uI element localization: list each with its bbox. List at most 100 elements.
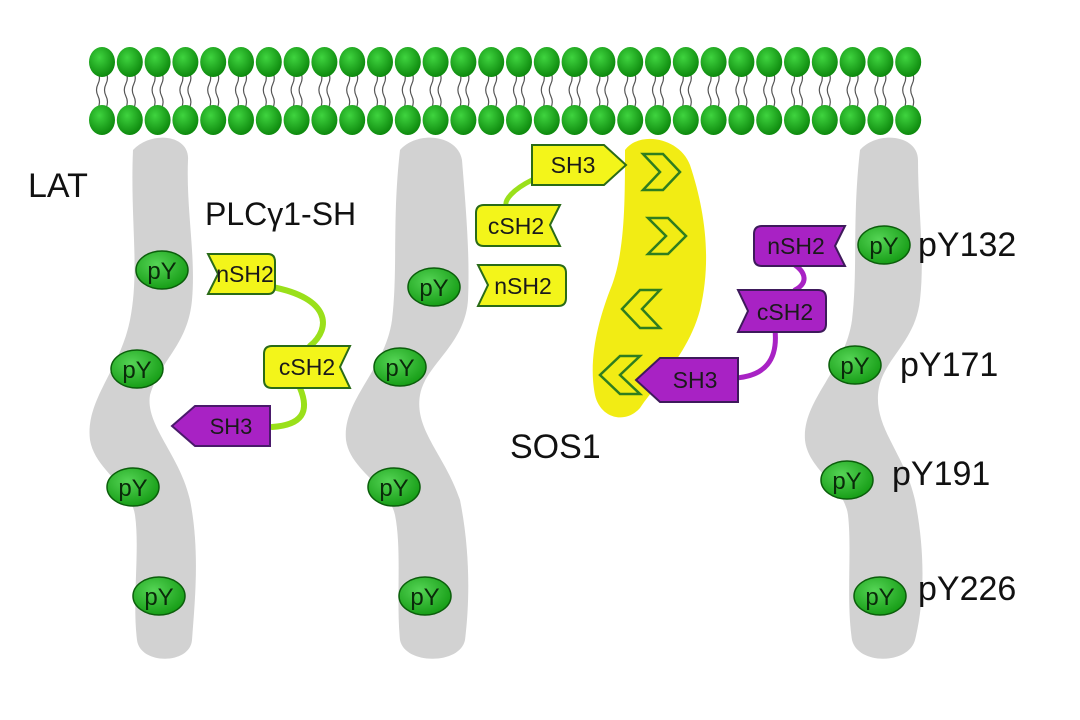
- lipid-tail: [854, 71, 859, 109]
- lipid-tail: [846, 71, 851, 109]
- py132-label: pY132: [918, 226, 1016, 264]
- py-site-191: pY: [820, 460, 874, 500]
- lipid-head: [506, 47, 532, 77]
- lipid-head: [116, 47, 143, 77]
- grb-left-sh3-domain: SH3: [531, 144, 628, 186]
- lipid-head: [228, 47, 254, 77]
- lipid-head: [561, 47, 588, 77]
- py-label: pY: [832, 468, 861, 495]
- chevron-right-icon: [640, 152, 682, 192]
- lipid-head: [478, 105, 505, 135]
- py-site: pY: [135, 250, 189, 290]
- grb-right-domains: nSH2 cSH2 SH3: [634, 225, 847, 403]
- lipid-head: [200, 105, 227, 135]
- lipid-head: [867, 47, 894, 77]
- lipid-tail: [262, 71, 267, 109]
- lipid-tail: [624, 71, 629, 109]
- py-site-171: pY: [828, 345, 882, 385]
- py191-label: pY191: [892, 455, 990, 493]
- lipid-tail: [632, 71, 637, 109]
- plc-nsh2-label: nSH2: [216, 261, 274, 287]
- plc-csh2-label: cSH2: [279, 354, 335, 380]
- lipid-head: [339, 105, 366, 135]
- lipid-tail: [790, 71, 796, 109]
- py-site: pY: [367, 467, 421, 507]
- grb-left-nsh2-label: nSH2: [494, 273, 552, 299]
- py-site: pY: [106, 467, 160, 507]
- chevron-left-icon: [598, 354, 644, 396]
- lipid-tail: [409, 71, 414, 109]
- py-site: pY: [373, 347, 427, 387]
- lipid-tail: [429, 71, 434, 109]
- lipid-tail: [346, 71, 351, 109]
- lipid-tail: [818, 71, 823, 109]
- py226-label: pY226: [918, 570, 1016, 608]
- sos1-protein: [592, 138, 707, 418]
- lipid-head: [311, 105, 338, 135]
- chevron-right-icon: [644, 216, 688, 256]
- lipid-head: [672, 47, 699, 77]
- lipid-tail: [651, 71, 657, 109]
- lipid-head: [756, 47, 783, 77]
- lipid-head: [867, 105, 894, 135]
- grb-right-linker-2: [732, 327, 778, 381]
- lipid-tail: [707, 71, 712, 109]
- lipid-tail: [354, 71, 359, 109]
- lipid-tail: [576, 71, 581, 109]
- lipid-head: [144, 47, 171, 77]
- sos1-label: SOS1: [510, 428, 601, 466]
- lipid-head: [255, 47, 282, 77]
- grb-left-linker-1: [503, 177, 535, 208]
- sos1-chevrons: [598, 152, 688, 396]
- lipid-head: [367, 105, 393, 135]
- lipid-head: [756, 105, 783, 135]
- py-site: pY: [407, 267, 461, 307]
- lipid-tail: [215, 71, 220, 109]
- py-label: pY: [147, 258, 176, 285]
- lipid-head: [784, 105, 810, 135]
- grb-right-csh2-label: cSH2: [757, 299, 813, 325]
- lipid-tail: [735, 71, 740, 109]
- lipid-head: [839, 105, 866, 135]
- lipid-tail: [715, 71, 720, 109]
- lipid-bilayer: [89, 47, 922, 135]
- lipid-head: [839, 47, 866, 77]
- lipid-head: [89, 105, 115, 135]
- py-label: pY: [869, 233, 898, 260]
- lipid-head: [645, 47, 671, 77]
- lipid-tail: [659, 71, 665, 109]
- lipid-head: [672, 105, 699, 135]
- lipid-tail: [548, 71, 553, 109]
- lipid-head: [589, 47, 616, 77]
- py-label: pY: [379, 475, 408, 502]
- lipid-head: [450, 105, 477, 135]
- py-label: pY: [144, 584, 173, 611]
- grb-left-csh2-domain: cSH2: [475, 204, 562, 247]
- py-site-132: pY: [857, 225, 911, 265]
- lipid-head: [506, 105, 532, 135]
- lipid-head: [895, 47, 922, 77]
- lipid-tail: [373, 71, 379, 109]
- py171-label: pY171: [900, 346, 998, 384]
- lipid-tail: [604, 71, 609, 109]
- py-site: pY: [110, 349, 164, 389]
- lipid-head: [228, 105, 254, 135]
- lipid-tail: [874, 71, 879, 109]
- lipid-head: [533, 47, 560, 77]
- lipid-head: [283, 47, 310, 77]
- grb-left-domains: SH3 cSH2 nSH2: [475, 144, 628, 307]
- lipid-head: [339, 47, 366, 77]
- lipid-tail: [679, 71, 684, 109]
- lipid-tail: [381, 71, 387, 109]
- lipid-tail: [826, 71, 831, 109]
- lipid-tail: [798, 71, 804, 109]
- lipid-tail: [485, 71, 490, 109]
- py-site: pY: [132, 576, 186, 616]
- plc-label: PLCγ1-SH: [205, 196, 356, 232]
- lipid-head: [728, 105, 755, 135]
- plc-sh3-domain: SH3: [170, 405, 271, 447]
- lipid-head: [283, 105, 310, 135]
- py-label: pY: [410, 584, 439, 611]
- lipid-tail: [270, 71, 275, 109]
